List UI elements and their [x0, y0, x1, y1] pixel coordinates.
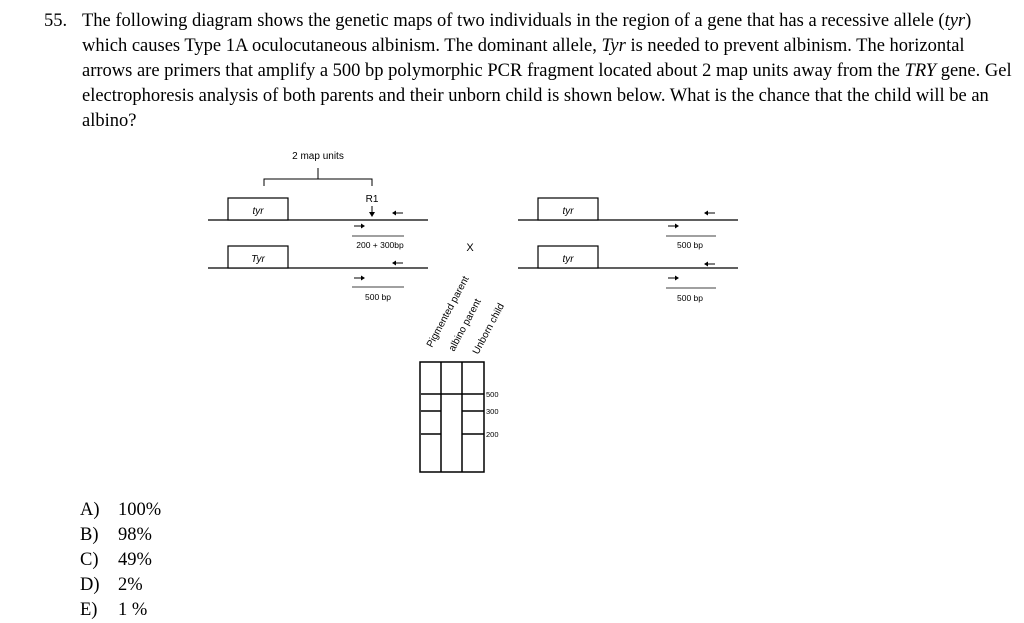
option-text: 1 % [118, 600, 148, 620]
option-text: 98% [118, 525, 152, 545]
fragment-label: 500 bp [365, 292, 391, 302]
answer-option-a[interactable]: A) 100% [80, 498, 161, 523]
forward-primer-arrow [668, 275, 679, 281]
size-marker-500: 500 [486, 390, 499, 399]
option-text: 100% [118, 500, 162, 520]
parent1-bottom-chromosome: Tyr [208, 245, 428, 269]
size-marker-300: 300 [486, 407, 499, 416]
question-number: 55. [44, 11, 68, 31]
forward-primer-arrow [668, 223, 679, 229]
option-text: 49% [118, 550, 152, 570]
fragment-label: 200 + 300bp [356, 240, 404, 250]
scale-label: 2 map units [292, 151, 344, 162]
gene-label-tyr: tyr [252, 206, 264, 217]
forward-primer-arrow [354, 275, 365, 281]
reverse-primer-arrow [392, 210, 403, 216]
parent2-bottom-chromosome: tyr [518, 245, 738, 269]
option-letter: E) [80, 600, 98, 620]
option-text: 2% [118, 575, 143, 595]
option-letter: A) [80, 500, 100, 520]
fragment-label: 500 bp [677, 293, 703, 303]
gene-label-Tyr: Tyr [251, 254, 265, 265]
reverse-primer-arrow [704, 261, 715, 267]
answer-option-c[interactable]: C) 49% [80, 548, 161, 573]
scale-bracket [263, 168, 373, 186]
gene-label-tyr: tyr [562, 206, 574, 217]
answer-option-d[interactable]: D) 2% [80, 573, 161, 598]
lane-label-pigmented-parent: Pigmented parent [425, 274, 472, 349]
option-letter: C) [80, 550, 99, 570]
gene-box [537, 245, 599, 269]
reverse-primer-arrow [392, 260, 403, 266]
size-marker-200: 200 [486, 430, 499, 439]
fragment-label: 500 bp [677, 240, 703, 250]
question-text: The following diagram shows the genetic … [82, 11, 1012, 131]
gel-outline [419, 361, 485, 473]
parent2-top-chromosome: tyr [518, 197, 738, 221]
question: 55. The following diagram shows the gene… [44, 9, 1014, 134]
parent1-top-chromosome: tyr [208, 197, 428, 221]
cross-symbol: X [466, 242, 474, 254]
forward-primer-arrow [354, 223, 365, 229]
gel [419, 361, 485, 473]
answer-option-b[interactable]: B) 98% [80, 523, 161, 548]
answer-choices: A) 100% B) 98% C) 49% D) 2% E) 1 % [80, 498, 161, 623]
gene-box [227, 245, 289, 269]
option-letter: B) [80, 525, 99, 545]
answer-option-e[interactable]: E) 1 % [80, 598, 161, 623]
gene-box [537, 197, 599, 221]
restriction-site-label: R1 [366, 194, 379, 205]
restriction-site-arrow [369, 206, 375, 217]
gene-label-tyr: tyr [562, 254, 574, 265]
reverse-primer-arrow [704, 210, 715, 216]
gene-box [227, 197, 289, 221]
option-letter: D) [80, 575, 100, 595]
